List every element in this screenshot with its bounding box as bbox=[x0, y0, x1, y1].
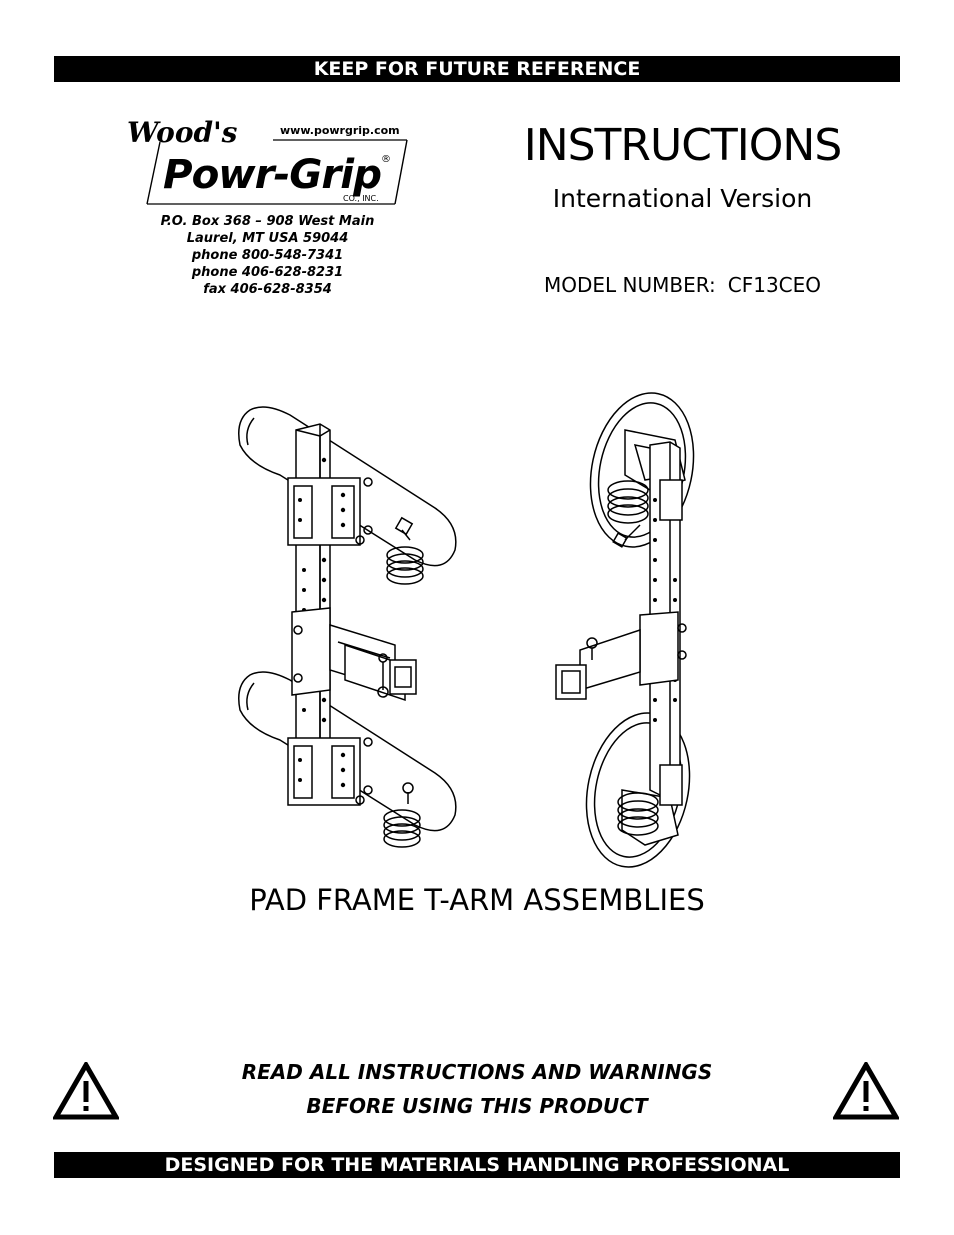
model-number-label: MODEL NUMBER: bbox=[543, 273, 716, 297]
powr-grip-logo: Wood's www.powrgrip.com Powr-Grip ® CO.,… bbox=[127, 116, 408, 205]
logo-script-text: Wood's bbox=[127, 116, 238, 149]
logo-suffix: CO., INC. bbox=[343, 194, 379, 203]
document-title: INSTRUCTIONS bbox=[523, 120, 843, 171]
address-line-4: phone 406-628-8231 bbox=[191, 265, 344, 280]
document-subtitle: International Version bbox=[552, 184, 813, 213]
address-line-3: phone 800-548-7341 bbox=[191, 248, 344, 263]
warning-message: READ ALL INSTRUCTIONS AND WARNINGS BEFOR… bbox=[180, 1055, 774, 1123]
address-line-1: P.O. Box 368 – 908 West Main bbox=[160, 214, 375, 229]
logo-script: Wood's bbox=[127, 116, 238, 149]
top-banner: KEEP FOR FUTURE REFERENCE bbox=[54, 56, 900, 82]
company-address: P.O. Box 368 – 908 West Main Laurel, MT … bbox=[140, 213, 395, 298]
right-lower-coil-drawing bbox=[617, 792, 659, 836]
address-line-2: Laurel, MT USA 59044 bbox=[186, 231, 349, 246]
left-assembly-drawing bbox=[238, 406, 457, 848]
logo-website: www.powrgrip.com bbox=[280, 124, 400, 137]
right-assembly-drawing bbox=[555, 392, 695, 868]
model-number-value: CF13CEO bbox=[727, 273, 822, 297]
right-upper-coil-drawing bbox=[607, 480, 649, 548]
warning-triangle-icon bbox=[53, 1062, 119, 1120]
warning-line-1: READ ALL INSTRUCTIONS AND WARNINGS bbox=[241, 1060, 713, 1084]
upper-coil-drawing bbox=[386, 516, 424, 585]
bottom-banner: DESIGNED FOR THE MATERIALS HANDLING PROF… bbox=[54, 1152, 900, 1178]
product-title: PAD FRAME T-ARM ASSEMBLIES bbox=[249, 883, 705, 917]
lower-coil-drawing bbox=[383, 782, 421, 848]
logo-registered-mark: ® bbox=[381, 154, 391, 165]
address-line-5: fax 406-628-8354 bbox=[203, 282, 332, 297]
logo-brand-text: Powr-Grip bbox=[163, 152, 381, 198]
warning-line-2: BEFORE USING THIS PRODUCT bbox=[306, 1094, 648, 1118]
product-illustration bbox=[238, 392, 695, 868]
warning-triangle-icon bbox=[833, 1062, 899, 1120]
model-number: MODEL NUMBER: CF13CEO bbox=[470, 271, 895, 299]
